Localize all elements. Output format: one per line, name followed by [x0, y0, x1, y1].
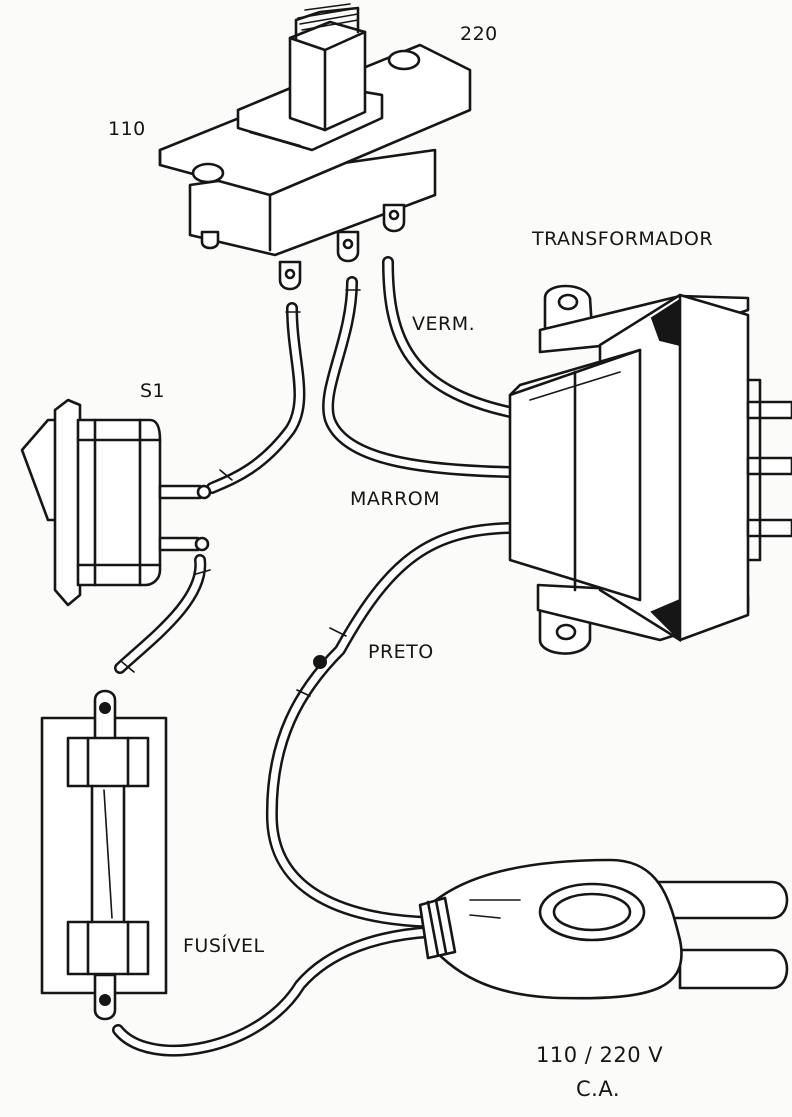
label-220: 220 — [460, 23, 498, 45]
wire-verm — [382, 256, 516, 418]
transformer — [508, 284, 792, 655]
wire-fuse-to-plug — [112, 926, 436, 1057]
voltage-selector-switch — [158, 3, 472, 291]
label-110: 110 — [108, 118, 146, 140]
label-transformador: TRANSFORMADOR — [531, 228, 713, 250]
fuse-holder — [40, 689, 168, 1021]
wire-splice — [313, 655, 327, 669]
label-s1: S1 — [140, 380, 165, 402]
ac-plug — [418, 858, 789, 1000]
label-verm: VERM. — [412, 313, 475, 335]
wire-selector-to-s1 — [206, 302, 306, 494]
label-preto: PRETO — [368, 641, 434, 663]
wires — [112, 256, 516, 1057]
label-marrom: MARROM — [350, 488, 440, 510]
wire-preto — [265, 522, 516, 928]
wire-marrom — [322, 276, 516, 478]
label-voltage: 110 / 220 V — [536, 1043, 663, 1067]
switch-s1 — [20, 398, 212, 607]
label-ca: C.A. — [576, 1077, 620, 1101]
label-fusivel: FUSÍVEL — [183, 934, 265, 957]
selector-lugs — [200, 203, 406, 291]
